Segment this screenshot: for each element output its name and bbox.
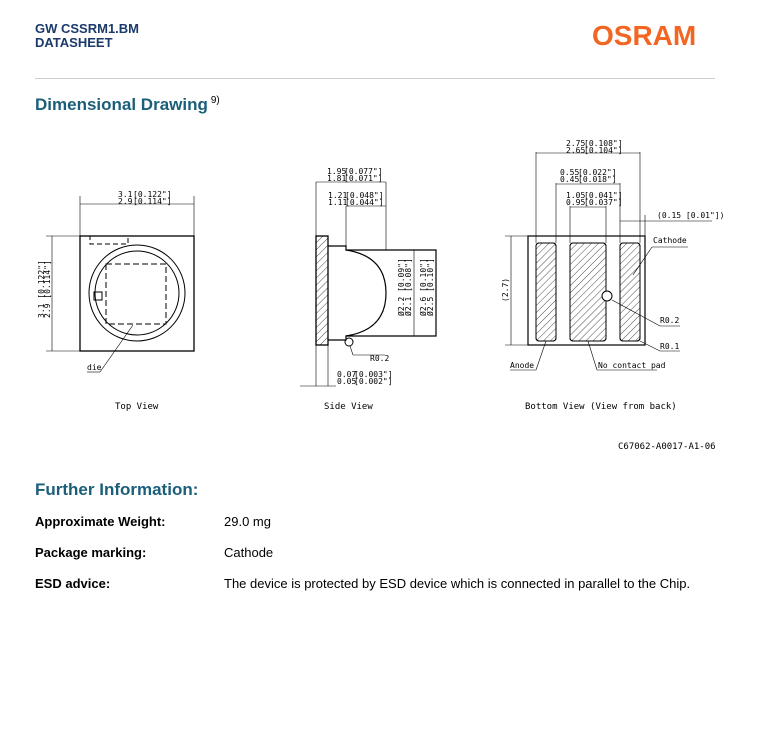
top-width-mm-min: 2.9 xyxy=(118,197,133,206)
top-width-in: [0.122"] xyxy=(133,190,172,199)
side-dia1: Ø2.2 [0.09"] xyxy=(396,258,406,316)
side-top-mm-min: 1.81 xyxy=(327,174,346,183)
bottom-gap-in: [0.041"] xyxy=(584,191,623,200)
bottom-radius1-label: R0.2 xyxy=(660,316,679,325)
package-marking-label: Package marking: xyxy=(35,545,147,560)
top-height-mm-min: 2.9 [0.114"] xyxy=(43,260,52,318)
side-top-in-min: [0.071"] xyxy=(344,174,383,183)
package-marking-value: Cathode xyxy=(224,545,274,560)
top-view-caption: Top View xyxy=(115,402,159,412)
esd-advice-label: ESD advice: xyxy=(35,576,111,591)
bottom-total-mm-min: 2.65 xyxy=(566,146,585,155)
side-top-mm: 1.95 xyxy=(327,167,346,176)
bottom-view xyxy=(505,152,712,371)
side-view-caption: Side View xyxy=(324,402,373,412)
esd-advice-value: The device is protected by ESD device wh… xyxy=(224,576,691,591)
top-width-mm: 3.1 xyxy=(118,190,133,199)
footnote-marker: 9) xyxy=(210,95,220,107)
anode-label: Anode xyxy=(510,361,534,370)
weight-value: 29.0 mg xyxy=(224,514,271,529)
die-label: die xyxy=(87,363,102,372)
side-mid-mm-min: 1.11 xyxy=(328,198,347,207)
side-radius-label: R0.2 xyxy=(370,354,389,363)
no-contact-pad-label: No contact pad xyxy=(598,361,666,370)
side-dia1-min: Ø2.1 [0.08"] xyxy=(403,258,413,316)
bottom-pad-mm-min: 0.45 xyxy=(560,175,579,184)
side-bottom-mm: 0.07 xyxy=(337,370,356,379)
side-bottom-in: [0.003"] xyxy=(354,370,393,379)
side-view xyxy=(300,181,437,387)
bottom-view-caption: Bottom View (View from back) xyxy=(525,402,677,412)
side-dia2-min: Ø2.5 [0.10"] xyxy=(425,258,435,316)
bottom-pad-in: [0.022"] xyxy=(578,168,617,177)
side-top-in: [0.077"] xyxy=(344,167,383,176)
bottom-gap-in-min: [0.037"] xyxy=(584,198,623,207)
side-mid-mm: 1.21 xyxy=(328,191,347,200)
further-information-heading: Further Information: xyxy=(35,480,199,499)
document-type: DATASHEET xyxy=(35,35,113,50)
weight-label: Approximate Weight: xyxy=(35,514,166,529)
side-mid-in-min: [0.044"] xyxy=(345,198,384,207)
drawing-reference: C67062-A0017-A1-06 xyxy=(618,442,716,452)
header-divider xyxy=(35,78,715,79)
document-title: GW CSSRM1.BM xyxy=(35,21,139,36)
bottom-height-dim: (2.7) xyxy=(501,278,510,302)
bottom-total-in-min: [0.104"] xyxy=(584,146,623,155)
side-bottom-mm-min: 0.05 xyxy=(337,377,356,386)
side-bottom-in-min: [0.002"] xyxy=(354,377,393,386)
bottom-pad-mm: 0.55 xyxy=(560,168,579,177)
bottom-total-mm: 2.75 xyxy=(566,139,585,148)
side-dia2: Ø2.6 [0.10"] xyxy=(418,258,428,316)
bottom-gap-mm-min: 0.95 xyxy=(566,198,585,207)
bottom-edge-dim: (0.15 [0.01"]) xyxy=(657,211,724,220)
osram-logo: OSRAM xyxy=(592,20,697,51)
dimensional-drawing: 3.1 2.9 [0.122"] [0.114"] 3.1 [0.122"] 2… xyxy=(37,139,724,412)
top-view xyxy=(46,196,195,373)
bottom-gap-mm: 1.05 xyxy=(566,191,585,200)
top-height-mm: 3.1 [0.122"] xyxy=(37,260,46,318)
bottom-total-in: [0.108"] xyxy=(584,139,623,148)
top-width-in-min: [0.114"] xyxy=(133,197,172,206)
bottom-pad-in-min: [0.018"] xyxy=(578,175,617,184)
side-mid-in: [0.048"] xyxy=(345,191,384,200)
bottom-radius2-label: R0.1 xyxy=(660,342,679,351)
cathode-label: Cathode xyxy=(653,236,687,245)
